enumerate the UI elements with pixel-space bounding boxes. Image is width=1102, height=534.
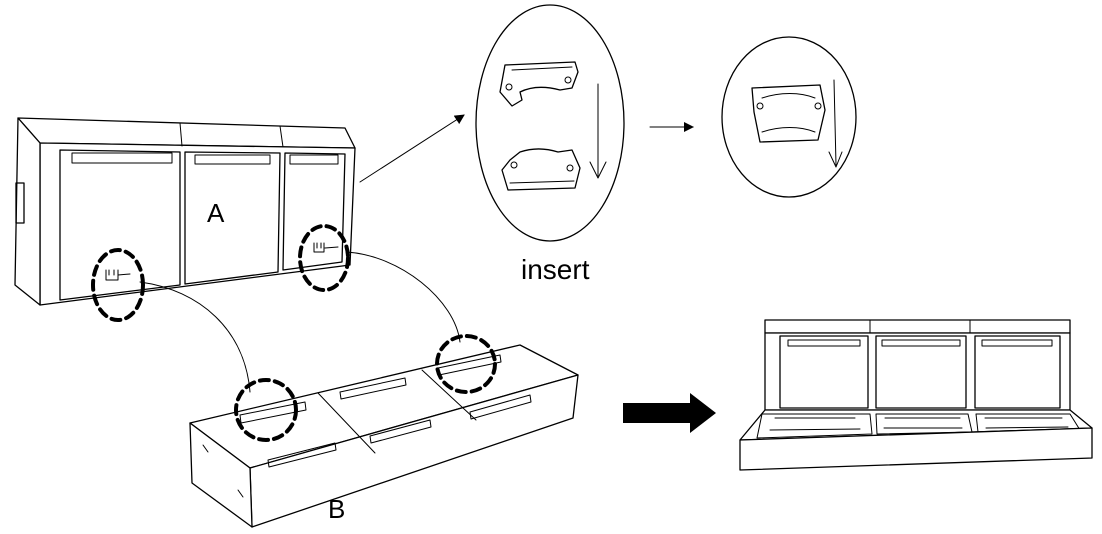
slot — [194, 154, 271, 165]
detail-two-clips — [475, 4, 625, 242]
side-handle — [15, 182, 25, 224]
insert-caption: insert — [521, 254, 590, 285]
slot — [469, 394, 532, 420]
dashed-circle-highlight — [91, 248, 145, 322]
slot — [239, 401, 307, 424]
slot — [369, 419, 432, 444]
cushion-right — [282, 152, 346, 271]
cushion-middle — [184, 151, 281, 285]
right-arrow-icon — [359, 114, 465, 183]
slot — [289, 154, 339, 165]
dashed-circle-highlight — [435, 334, 497, 394]
dashed-circle-highlight — [234, 378, 298, 442]
assembled-sofa — [739, 319, 1093, 471]
cushion-left — [59, 149, 181, 301]
connector-curve — [345, 251, 461, 343]
detail-joined-clip — [721, 36, 857, 198]
label-a: A — [207, 198, 225, 228]
part-a-backrest: A — [14, 117, 356, 306]
bold-right-arrow-icon — [623, 393, 716, 433]
dashed-circle-highlight — [298, 224, 350, 292]
slot — [71, 152, 173, 164]
connector-curve — [139, 281, 251, 393]
label-b: B — [328, 494, 345, 524]
part-b-seat: B — [189, 344, 579, 528]
slot — [339, 377, 407, 400]
down-arrow-icon — [833, 79, 837, 166]
slot — [267, 442, 337, 468]
